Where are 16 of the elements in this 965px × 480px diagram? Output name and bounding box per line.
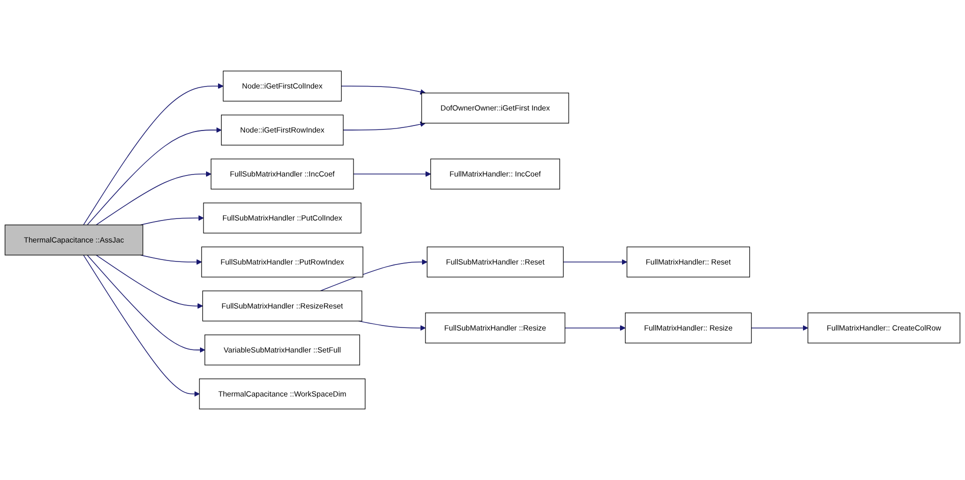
- arrow: [140, 215, 204, 226]
- arrow: [83, 83, 224, 226]
- arrow: [564, 325, 626, 331]
- arrow: [140, 254, 202, 265]
- arrow: [96, 254, 203, 309]
- arrow: [83, 254, 200, 397]
- arrow: [320, 259, 428, 292]
- arrow: [751, 325, 808, 331]
- arrow: [562, 259, 628, 265]
- arrow: [340, 86, 426, 95]
- arrow: [342, 122, 426, 130]
- arrow: [86, 127, 222, 226]
- arrow: [86, 254, 206, 353]
- arrow: [96, 171, 212, 226]
- arrow: [358, 320, 426, 331]
- arrow: [353, 171, 431, 177]
